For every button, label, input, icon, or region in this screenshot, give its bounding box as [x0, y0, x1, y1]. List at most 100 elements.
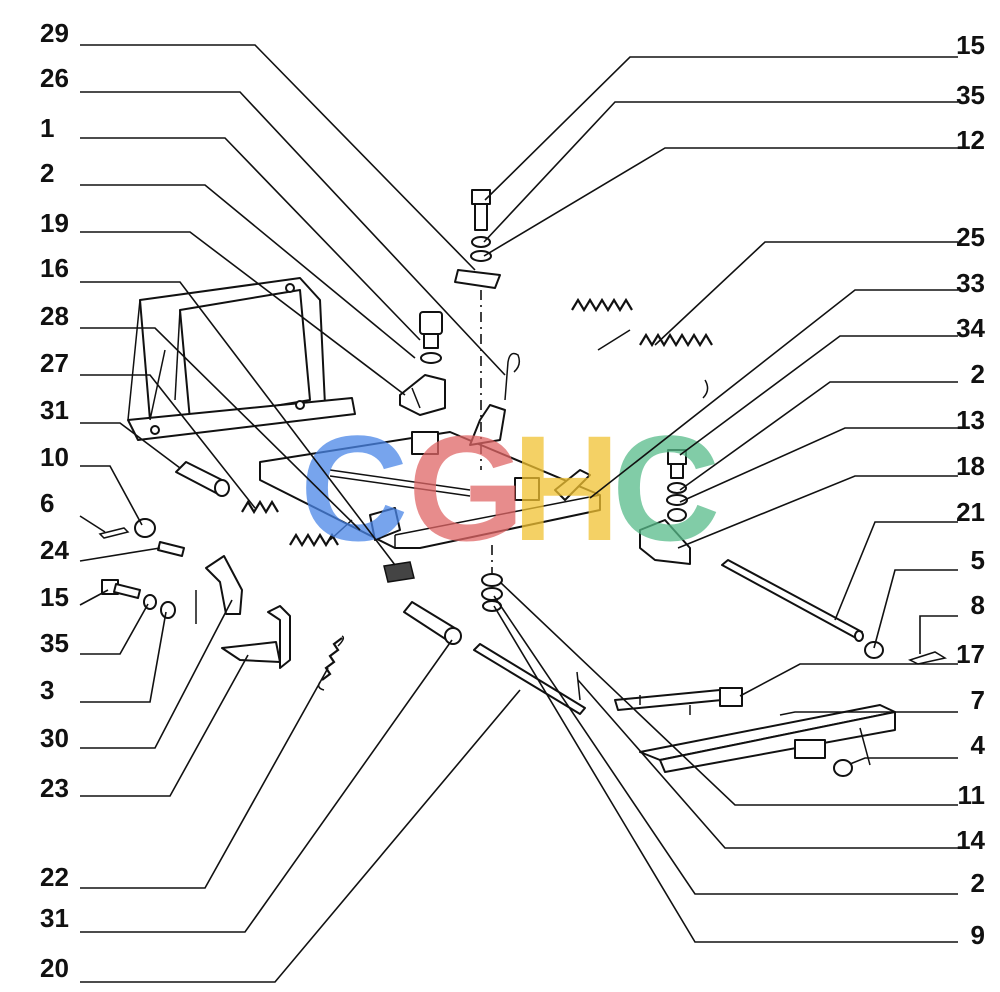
leader-left-10	[79, 515, 106, 533]
leader-left-8	[80, 422, 181, 469]
clip-bracket-19	[399, 374, 446, 416]
watermark-letter-g: G	[408, 404, 525, 572]
base-plate	[259, 404, 601, 549]
callout-right-17: 2	[971, 868, 985, 898]
leader-right-14	[849, 757, 958, 765]
callout-left-12: 15	[40, 582, 69, 612]
callout-right-2: 12	[956, 125, 985, 155]
leader-left-6	[80, 327, 361, 531]
leader-left-18	[80, 639, 453, 933]
hook-rod	[504, 352, 521, 401]
leader-right-16	[577, 679, 958, 849]
callout-left-14: 3	[40, 675, 54, 705]
callout-left-10: 6	[40, 488, 54, 518]
cylinder-pin	[403, 601, 462, 645]
leader-left-15	[80, 599, 233, 749]
cotter-pin-8	[908, 651, 947, 665]
long-rod	[721, 559, 864, 642]
callout-right-4: 33	[956, 268, 985, 298]
callout-left-7: 27	[40, 348, 69, 378]
leader-left-11	[79, 547, 161, 562]
leader-right-15	[499, 581, 958, 806]
leader-left-9	[80, 465, 143, 526]
callout-right-10: 5	[971, 545, 985, 575]
leader-left-19	[80, 689, 521, 983]
callout-right-14: 4	[971, 730, 986, 760]
leader-left-4	[80, 231, 406, 396]
callout-left-15: 30	[40, 723, 69, 753]
callout-right-8: 18	[956, 451, 985, 481]
leader-right-0	[484, 56, 958, 201]
washer-3	[160, 601, 176, 619]
rail-bracket	[639, 704, 896, 777]
upright-bracket	[127, 277, 356, 441]
callout-left-17: 22	[40, 862, 69, 892]
callout-left-4: 19	[40, 208, 69, 238]
callout-left-0: 29	[40, 18, 69, 48]
leader-left-7	[80, 374, 256, 509]
leader-left-5	[80, 281, 396, 566]
leader-right-17	[493, 595, 958, 895]
callout-right-1: 35	[956, 80, 985, 110]
callout-right-12: 17	[956, 639, 985, 669]
leader-right-6	[679, 381, 958, 491]
lever-23	[221, 605, 291, 669]
callout-right-5: 34	[956, 313, 985, 343]
leader-right-2	[483, 147, 958, 257]
leader-right-5	[679, 335, 958, 456]
leader-left-14	[80, 611, 167, 703]
leader-left-13	[80, 603, 149, 655]
callout-right-15: 11	[958, 780, 986, 810]
watermark-letter-h: H	[512, 404, 620, 572]
callout-left-13: 35	[40, 628, 69, 658]
leader-left-12	[79, 589, 109, 606]
leader-right-10	[873, 569, 958, 649]
leader-left-1	[80, 91, 506, 376]
callout-right-18: 9	[971, 920, 985, 950]
washer-10	[134, 518, 156, 538]
watermark-logo: C G H C	[300, 404, 720, 572]
callout-left-1: 26	[40, 63, 69, 93]
cap-bolt	[419, 311, 443, 364]
cylinder-31	[175, 461, 230, 497]
callout-right-3: 25	[956, 222, 985, 252]
callout-right-7: 13	[956, 405, 985, 435]
leader-left-16	[80, 654, 249, 797]
callout-left-19: 20	[40, 953, 69, 983]
washer-5	[864, 641, 884, 659]
callout-right-9: 21	[956, 497, 985, 527]
top-bolt	[454, 189, 501, 289]
callout-left-5: 16	[40, 253, 69, 283]
leader-right-13	[779, 711, 958, 716]
callout-left-6: 28	[40, 301, 69, 331]
spring-28	[289, 519, 353, 548]
leader-left-0	[80, 44, 476, 271]
leader-left-3	[80, 184, 416, 359]
small-bolt-15	[101, 579, 141, 599]
pin-24	[157, 541, 185, 557]
pin-6	[98, 527, 130, 539]
callout-left-8: 31	[40, 395, 69, 425]
lower-washers	[481, 573, 503, 612]
small-spring-22	[317, 635, 345, 691]
callout-left-2: 1	[40, 113, 54, 143]
callout-left-3: 2	[40, 158, 54, 188]
leader-right-8	[677, 475, 958, 549]
lever-shaft	[614, 687, 743, 715]
leader-right-18	[493, 605, 958, 943]
bracket-30	[195, 555, 243, 624]
split-pin-14	[576, 671, 581, 701]
leader-right-1	[483, 101, 958, 243]
spring-27	[241, 499, 279, 515]
leader-right-12	[739, 663, 958, 697]
callout-left-9: 10	[40, 442, 69, 472]
leader-right-3	[654, 241, 958, 346]
leader-right-9	[834, 521, 958, 621]
callout-left-16: 23	[40, 773, 69, 803]
leader-lines	[79, 44, 958, 983]
callout-left-18: 31	[40, 903, 69, 933]
leader-right-4	[589, 289, 958, 499]
